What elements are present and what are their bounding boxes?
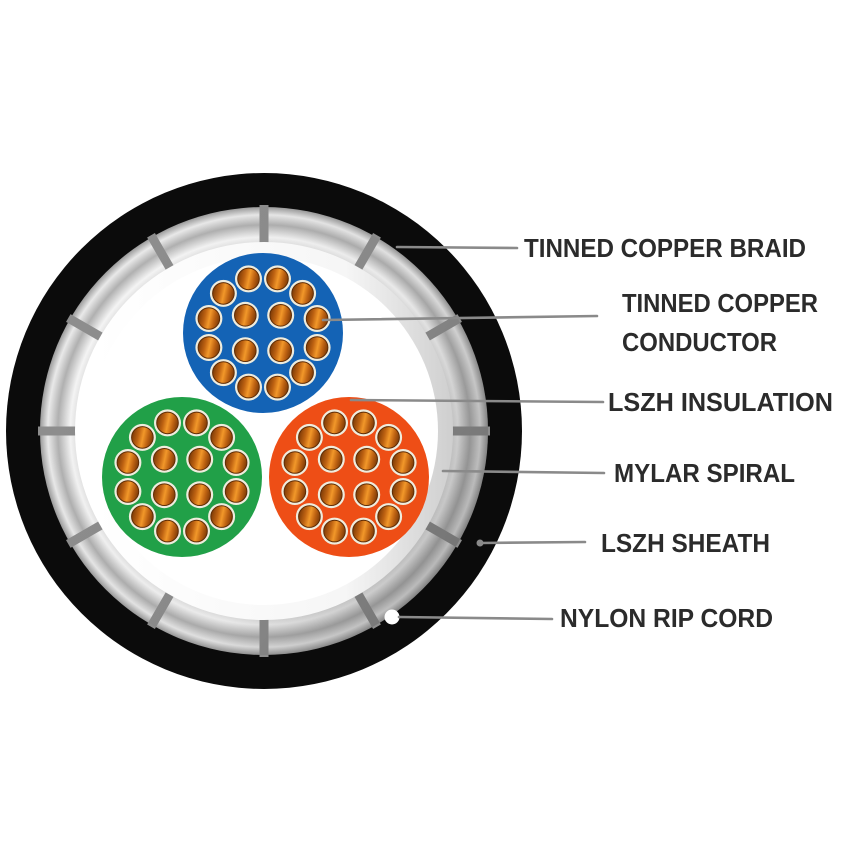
tinned-copper-conductor xyxy=(197,307,221,330)
tinned-copper-conductor xyxy=(320,448,343,471)
lszh-insulation-jacket-green xyxy=(102,397,262,557)
tinned-copper-conductor xyxy=(391,480,415,503)
tinned-copper-conductor xyxy=(266,375,289,399)
leader-line-mylar xyxy=(441,469,606,475)
tinned-copper-conductor xyxy=(156,519,179,543)
leader-line-conductor xyxy=(321,314,599,322)
label-tinned-copper-conductor-line1: TINNED COPPER xyxy=(622,288,818,318)
tinned-copper-conductor xyxy=(266,267,289,291)
annotations xyxy=(321,245,606,621)
tinned-copper-conductor xyxy=(210,426,233,449)
tinned-copper-conductor xyxy=(237,375,260,399)
tinned-copper-conductor xyxy=(153,483,176,507)
tinned-copper-conductor xyxy=(131,426,154,449)
labels: TINNED COPPER BRAID TINNED COPPER CONDUC… xyxy=(524,233,833,633)
tinned-copper-conductor xyxy=(237,267,260,291)
bundles-layer xyxy=(102,253,429,557)
tinned-copper-conductor xyxy=(131,505,154,528)
tinned-copper-conductor xyxy=(116,451,140,474)
tinned-copper-conductor xyxy=(320,483,343,507)
tinned-copper-conductor xyxy=(352,411,375,435)
leader-line-braid xyxy=(395,245,519,250)
label-nylon-rip-cord: NYLON RIP CORD xyxy=(560,603,773,633)
nylon-rip-cord-dot xyxy=(384,609,400,625)
tinned-copper-conductor xyxy=(224,451,248,474)
tinned-copper-conductor xyxy=(185,411,208,435)
wire-bundle-blue xyxy=(183,253,343,413)
tinned-copper-conductor xyxy=(291,361,314,384)
leader-line-sheath xyxy=(478,540,587,545)
tinned-copper-conductor xyxy=(185,519,208,543)
wire-bundle-orange xyxy=(269,397,429,557)
tinned-copper-conductor xyxy=(305,336,329,359)
tinned-copper-conductor xyxy=(298,426,321,449)
tinned-copper-conductor xyxy=(377,426,400,449)
tinned-copper-conductor xyxy=(212,282,235,305)
tinned-copper-conductor xyxy=(283,480,307,503)
tinned-copper-conductor xyxy=(355,483,379,507)
lszh-insulation-jacket-orange xyxy=(269,397,429,557)
tinned-copper-conductor xyxy=(283,451,307,474)
label-mylar-spiral: MYLAR SPIRAL xyxy=(614,458,795,488)
tinned-copper-conductor xyxy=(188,448,211,471)
leader-dot-sheath xyxy=(476,539,484,547)
tinned-copper-conductor xyxy=(234,339,257,363)
lszh-insulation-jacket-blue xyxy=(183,253,343,413)
tinned-copper-conductor xyxy=(269,339,293,363)
tinned-copper-conductor xyxy=(210,505,233,528)
tinned-copper-conductor xyxy=(323,411,346,435)
tinned-copper-conductor xyxy=(355,448,379,471)
leader-line-ripcord xyxy=(397,615,554,621)
tinned-copper-conductor xyxy=(305,307,329,330)
tinned-copper-conductor xyxy=(391,451,415,474)
tinned-copper-conductor xyxy=(153,448,176,471)
wire-bundle-green xyxy=(102,397,262,557)
tinned-copper-conductor xyxy=(291,282,314,305)
label-lszh-insulation: LSZH INSULATION xyxy=(608,387,833,417)
tinned-copper-conductor xyxy=(212,361,235,384)
cable xyxy=(6,173,522,689)
tinned-copper-conductor xyxy=(377,505,400,528)
leader-line-insulation xyxy=(349,398,605,404)
tinned-copper-conductor xyxy=(298,505,321,528)
tinned-copper-conductor xyxy=(224,480,248,503)
tinned-copper-conductor xyxy=(156,411,179,435)
tinned-copper-conductor xyxy=(323,519,346,543)
tinned-copper-conductor xyxy=(234,304,257,327)
tinned-copper-conductor xyxy=(188,483,211,507)
label-lszh-sheath: LSZH SHEATH xyxy=(601,528,770,558)
tinned-copper-conductor xyxy=(116,480,140,503)
tinned-copper-conductor xyxy=(197,336,221,359)
label-tinned-copper-conductor-line2: CONDUCTOR xyxy=(622,327,777,357)
tinned-copper-conductor xyxy=(352,519,375,543)
tinned-copper-conductor xyxy=(269,304,293,327)
label-tinned-copper-braid: TINNED COPPER BRAID xyxy=(524,233,806,263)
